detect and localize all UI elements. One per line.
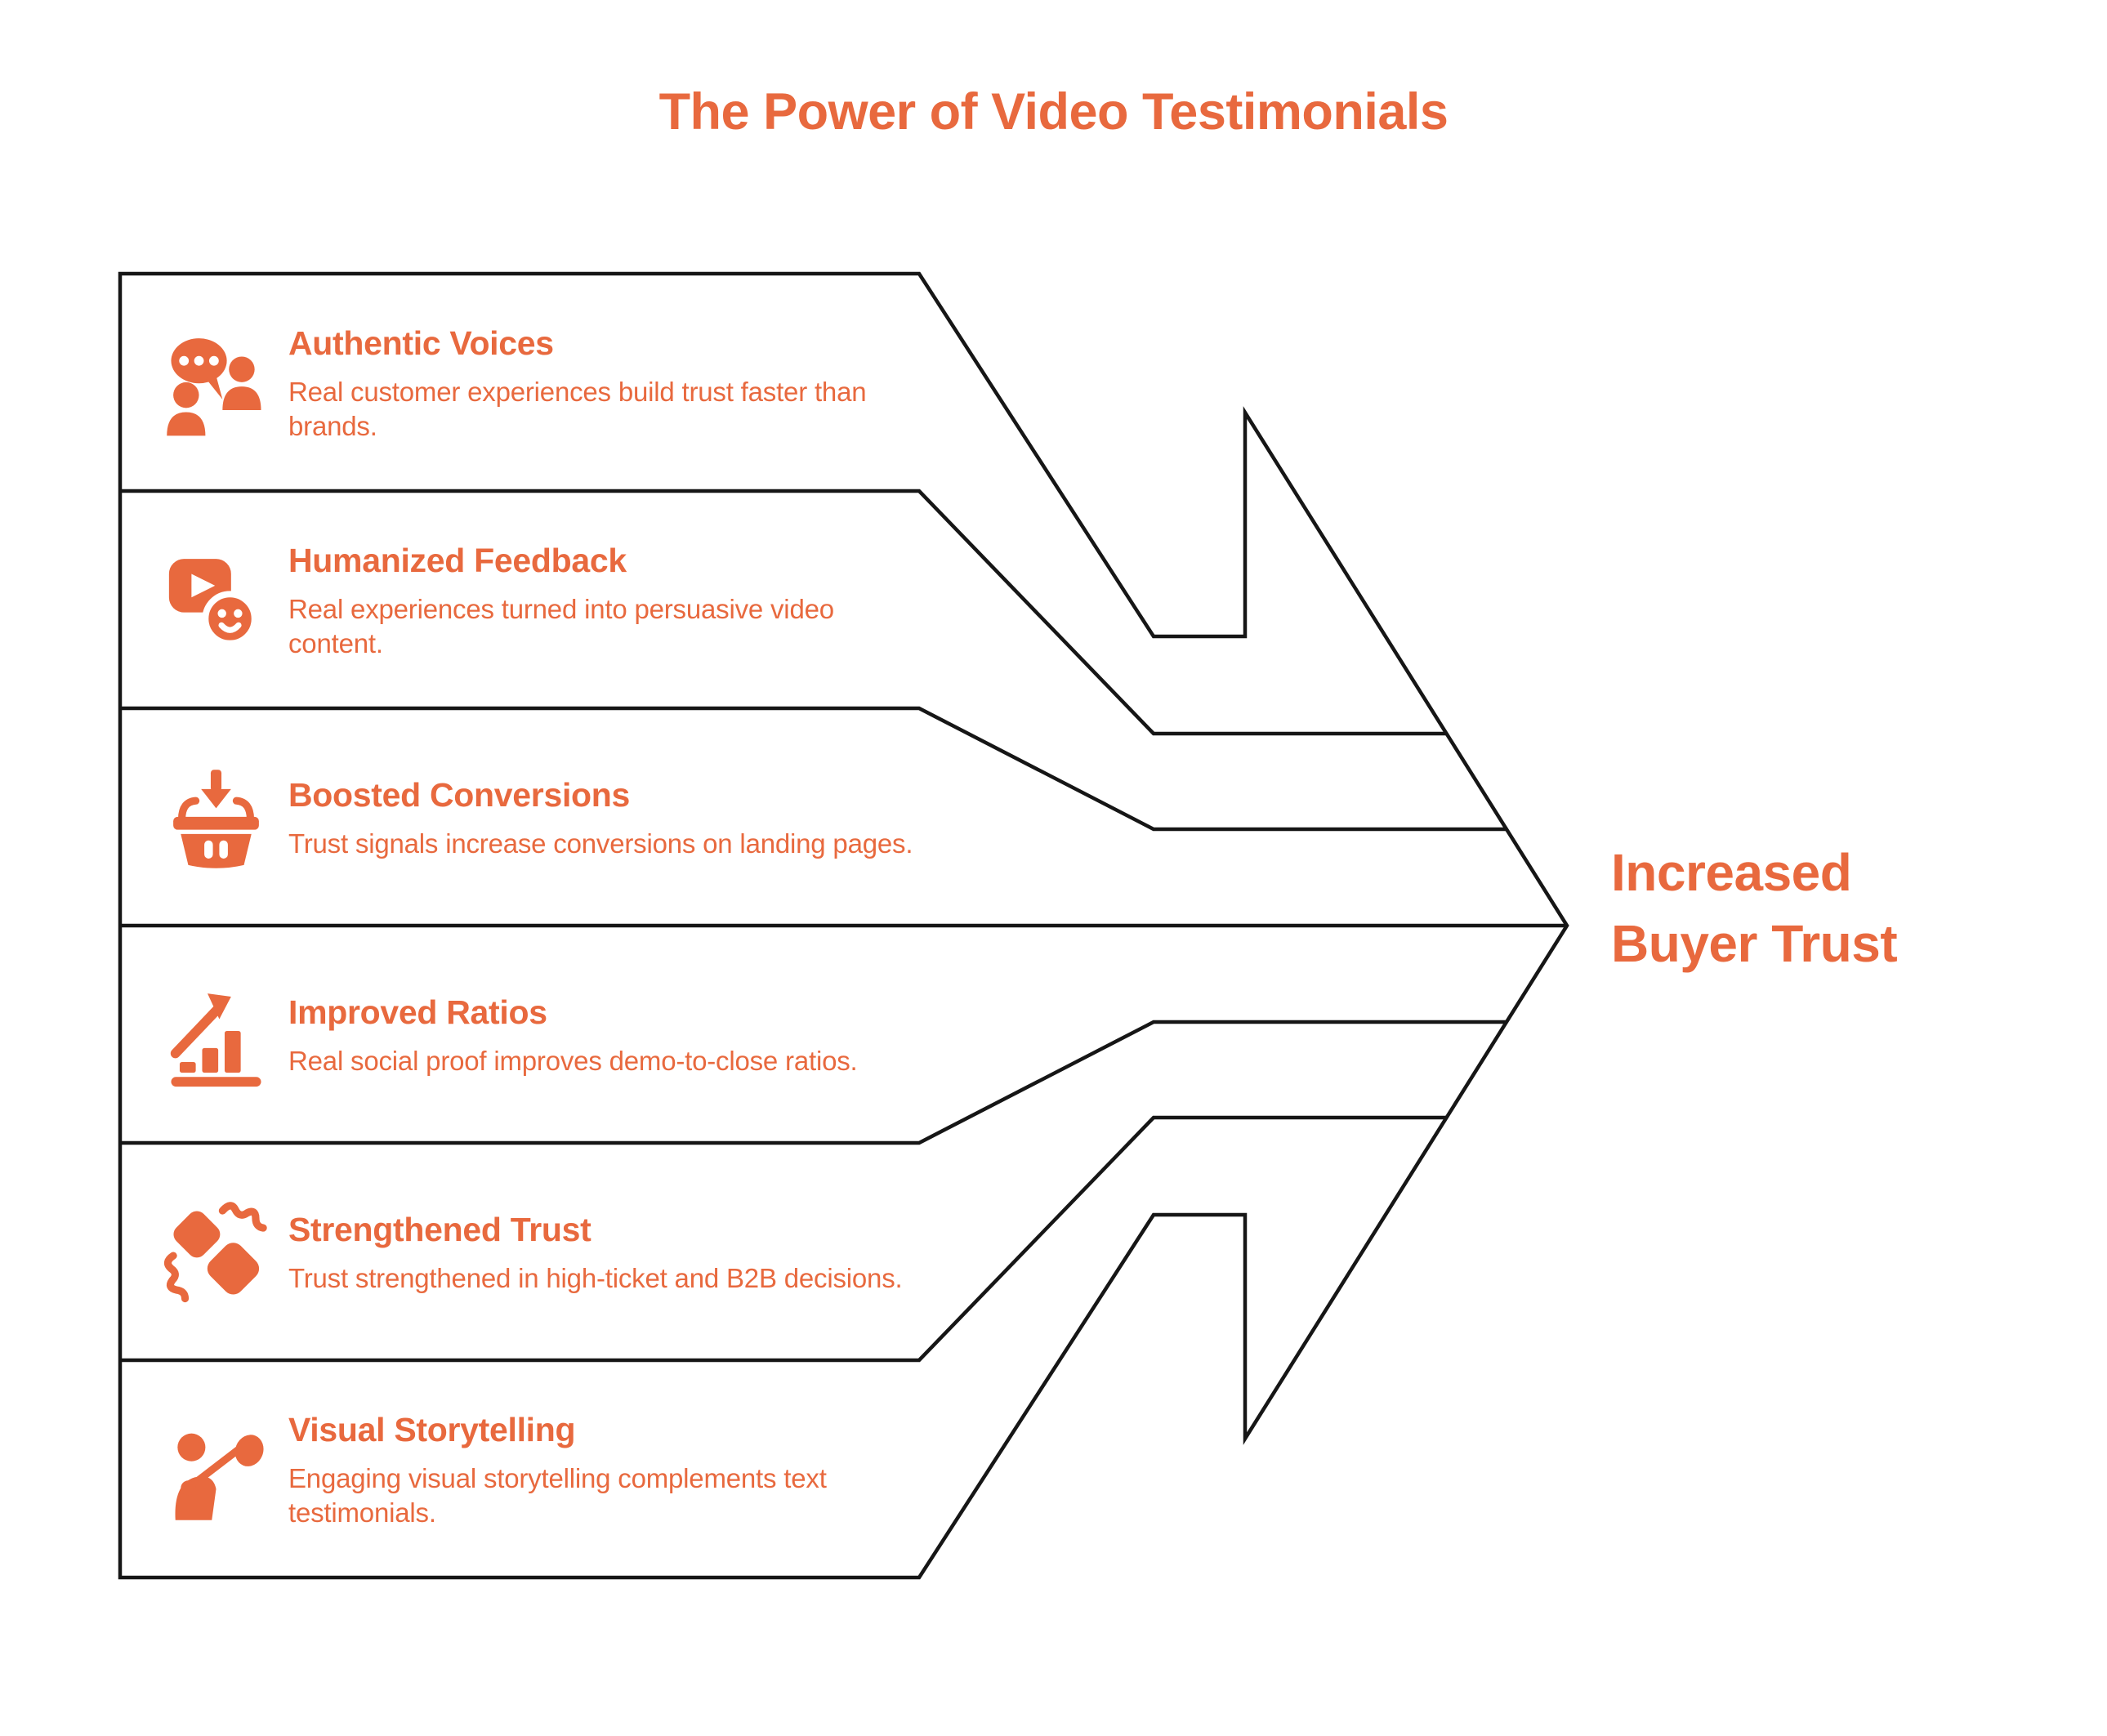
video-play-smiley-icon — [161, 547, 271, 657]
band-description: Trust signals increase conversions on la… — [288, 828, 913, 859]
band-row-humanized-feedback: Humanized Feedback Real experiences turn… — [161, 520, 986, 683]
band-row-authentic-voices: Authentic Voices Real customer experienc… — [161, 302, 986, 466]
band-description: Real experiences turned into persuasive … — [288, 593, 834, 658]
band-title: Visual Storytelling — [288, 1410, 576, 1448]
band-divider-4 — [120, 1020, 1507, 1145]
band-title: Authentic Voices — [288, 324, 554, 362]
person-flag-icon — [161, 1416, 271, 1526]
band-text-block: Improved Ratios Real social proof improv… — [288, 993, 858, 1078]
band-row-visual-storytelling: Visual Storytelling Engaging visual stor… — [161, 1389, 986, 1552]
band-divider-2 — [120, 706, 1507, 832]
band-divider-5 — [120, 1115, 1447, 1363]
band-description: Trust strengthened in high-ticket and B2… — [288, 1262, 903, 1293]
band-row-improved-ratios: Improved Ratios Real social proof improv… — [161, 954, 986, 1118]
result-label: Increased Buyer Trust — [1611, 843, 1898, 974]
band-title: Humanized Feedback — [288, 541, 627, 579]
band-description: Real social proof improves demo-to-close… — [288, 1045, 858, 1076]
band-row-strengthened-trust: Strengthened Trust Trust strengthened in… — [161, 1171, 986, 1335]
band-row-boosted-conversions: Boosted Conversions Trust signals increa… — [161, 737, 986, 900]
basket-download-icon — [161, 764, 271, 874]
band-text-block: Authentic Voices Real customer experienc… — [288, 324, 913, 443]
band-title: Strengthened Trust — [288, 1210, 591, 1248]
interlocking-gears-icon — [161, 1198, 271, 1309]
people-conversation-icon — [161, 329, 271, 440]
growth-chart-arrow-icon — [161, 981, 271, 1091]
band-description: Engaging visual storytelling complements… — [288, 1462, 827, 1528]
band-divider-1 — [120, 489, 1447, 736]
band-text-block: Visual Storytelling Engaging visual stor… — [288, 1410, 913, 1529]
band-text-block: Strengthened Trust Trust strengthened in… — [288, 1210, 903, 1296]
band-description: Real customer experiences build trust fa… — [288, 376, 867, 441]
page-title: The Power of Video Testimonials — [658, 83, 1449, 141]
band-text-block: Humanized Feedback Real experiences turn… — [288, 542, 913, 660]
band-title: Improved Ratios — [288, 993, 547, 1031]
band-text-block: Boosted Conversions Trust signals increa… — [288, 775, 913, 861]
band-title: Boosted Conversions — [288, 775, 631, 814]
